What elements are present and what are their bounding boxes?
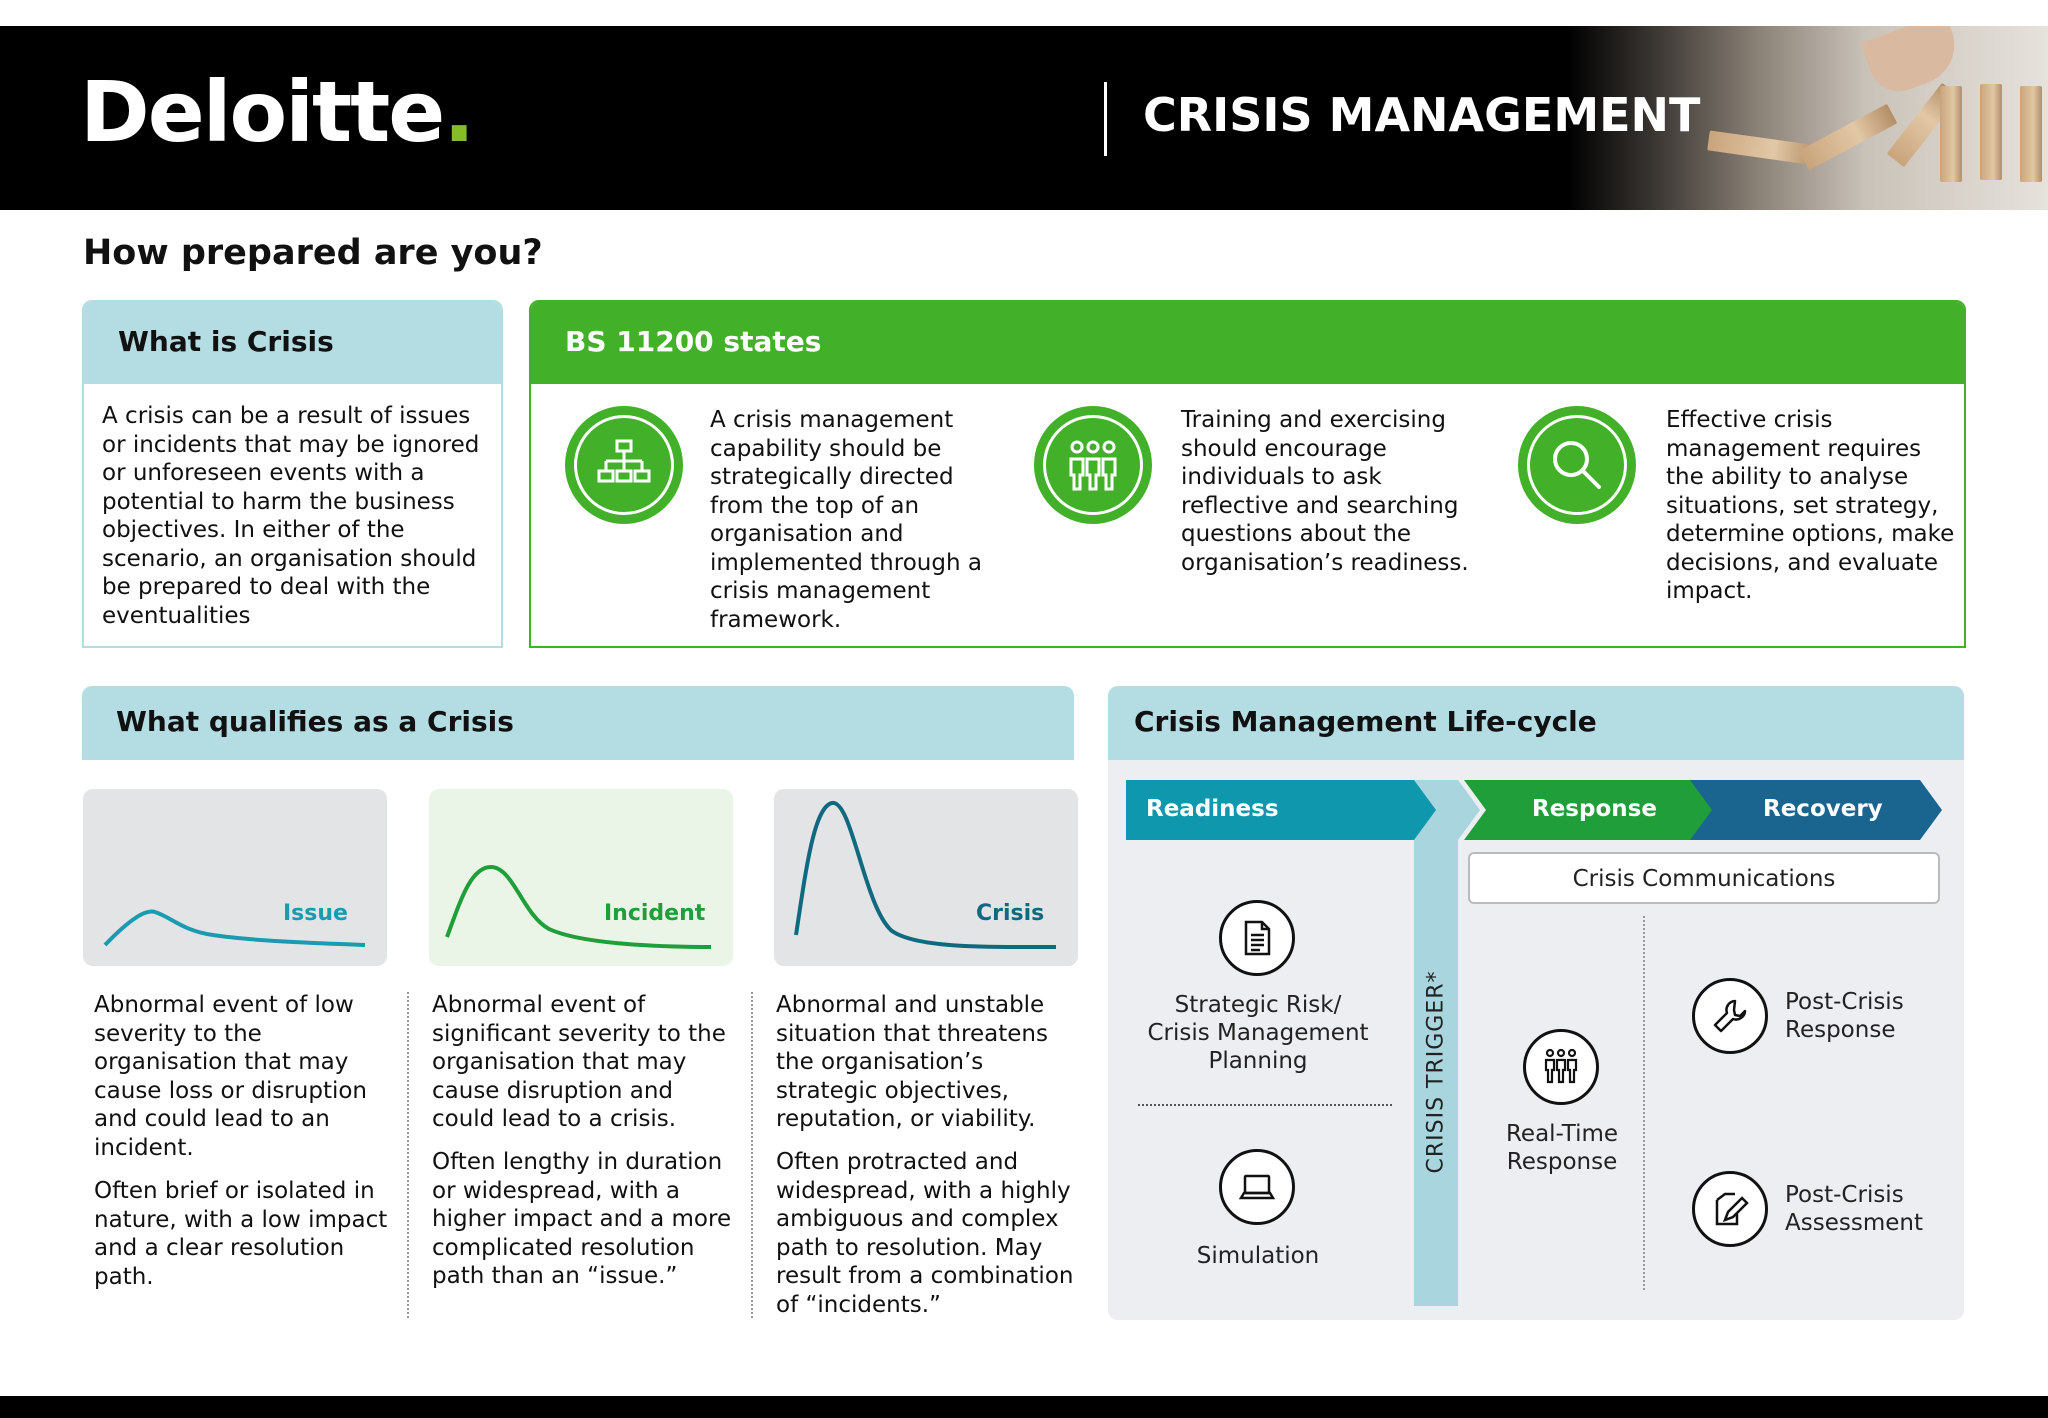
headline: How prepared are you? (83, 233, 543, 273)
readiness-divider (1138, 1104, 1392, 1106)
phase-recovery: Recovery (1763, 796, 1883, 822)
planning-label: Strategic Risk/ Crisis Management Planni… (1147, 992, 1369, 1074)
lifecycle-header: Crisis Management Life-cycle (1108, 686, 1964, 760)
phase-readiness: Readiness (1146, 796, 1279, 822)
lifecycle-title: Crisis Management Life-cycle (1134, 705, 1597, 738)
crisis-trigger-bar (1414, 840, 1458, 1306)
deloitte-logo: Deloitte. (80, 63, 475, 161)
crisis-description: Abnormal and unstable situation that thr… (776, 992, 1048, 1132)
bs11200-item-1: A crisis management capability should be… (710, 407, 982, 633)
edit-document-icon (1692, 1171, 1768, 1247)
column-divider (751, 992, 753, 1318)
incident-detail: Often lengthy in duration or widespread,… (432, 1149, 732, 1289)
issue-description: Abnormal event of low severity to the or… (94, 992, 368, 1161)
issue-curve-card: Issue (83, 789, 387, 966)
column-divider (407, 992, 409, 1318)
crisis-curve-card: Crisis (774, 789, 1078, 966)
header-divider (1104, 82, 1107, 156)
bs11200-item-3: Effective crisis management requires the… (1666, 407, 1955, 604)
realtime-response-label: Real-Time Response (1505, 1121, 1619, 1175)
dominoes-photo (1568, 26, 2048, 210)
document-icon (1219, 900, 1295, 976)
people-group-icon (1034, 406, 1152, 524)
crisis-detail: Often protracted and widespread, with a … (776, 1149, 1074, 1318)
issue-curve (103, 909, 366, 947)
incident-description: Abnormal event of significant severity t… (432, 992, 726, 1132)
phase-response: Response (1532, 796, 1657, 822)
post-crisis-response-label: Post-Crisis Response (1785, 989, 1904, 1043)
incident-curve (445, 864, 712, 949)
what-is-crisis-body: A crisis can be a result of issues or in… (102, 403, 480, 629)
qualifies-header: What qualifies as a Crisis (82, 686, 1074, 760)
what-is-crisis-title: What is Crisis (118, 325, 334, 358)
issue-detail: Often brief or isolated in nature, with … (94, 1178, 388, 1290)
bs11200-item-2: Training and exercising should encourage… (1181, 407, 1469, 576)
simulation-label: Simulation (1196, 1243, 1320, 1269)
lifecycle-phase-arrows (1126, 780, 1942, 840)
response-recovery-divider (1643, 916, 1645, 1290)
incident-curve-card: Incident (429, 789, 733, 966)
magnifier-icon (1518, 406, 1636, 524)
org-chart-icon (565, 406, 683, 524)
qualifies-title: What qualifies as a Crisis (116, 705, 514, 738)
header-banner (0, 26, 2048, 210)
what-is-crisis-card: What is Crisis A crisis can be a result … (82, 300, 503, 648)
post-crisis-assessment-label: Post-Crisis Assessment (1785, 1182, 1923, 1236)
crisis-curve (794, 801, 1057, 950)
bs11200-card: BS 11200 states (529, 300, 1966, 648)
people-group-icon (1523, 1029, 1599, 1105)
wrench-icon (1692, 978, 1768, 1054)
laptop-icon (1219, 1149, 1295, 1225)
issue-label: Issue (283, 901, 348, 926)
page-title: CRISIS MANAGEMENT (1143, 88, 1701, 142)
crisis-trigger-label: CRISIS TRIGGER* (1423, 970, 1449, 1174)
crisis-communications-box: Crisis Communications (1468, 852, 1940, 904)
incident-label: Incident (604, 901, 706, 926)
footer-bar (0, 1396, 2048, 1418)
crisis-label: Crisis (976, 901, 1045, 926)
bs11200-title: BS 11200 states (565, 325, 822, 358)
